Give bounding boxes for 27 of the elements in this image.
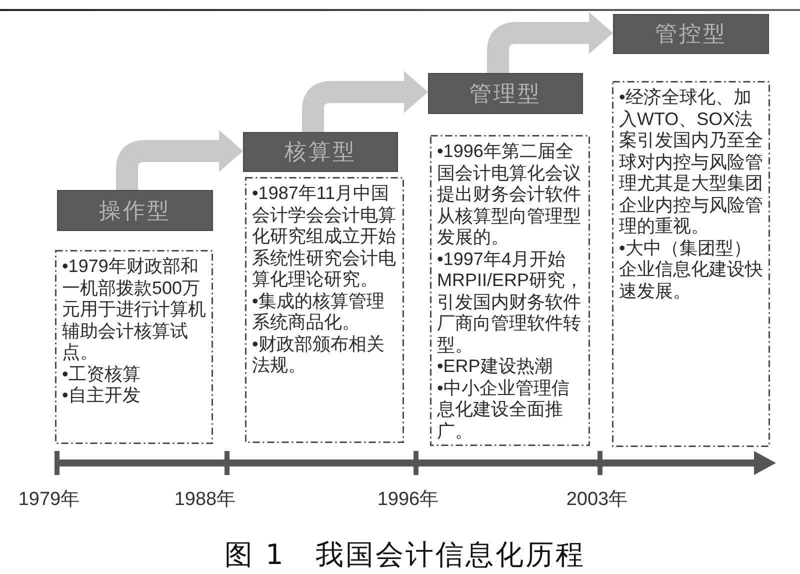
year-label: 1996年 (377, 488, 439, 512)
year-label: 1979年 (18, 488, 80, 512)
curved-arrow (116, 130, 243, 190)
bullet-text: •ERP建设热潮 (437, 356, 554, 378)
bullet-text: •中小企业管理信息化建设全面推广。 (437, 378, 570, 442)
text-panel (430, 135, 590, 446)
bullet-text: •集成的核算管理系统商品化。 (252, 290, 386, 334)
stage-label: 核算型 (243, 132, 398, 172)
text-panel (612, 81, 770, 447)
text-panel (245, 177, 404, 443)
curved-arrow (487, 12, 613, 73)
bullet-text: •1996年第二届全国会计电算化会议提出财务会计软件从核算型向管理型发展的。 (437, 141, 582, 248)
text-panel (55, 250, 213, 444)
bullet-text: •工资核算 (62, 364, 142, 385)
bullet-text: •大中（集团型）企业信息化建设快速发展。 (619, 238, 764, 302)
year-label: 1988年 (174, 488, 236, 512)
bullet-text: •自主开发 (62, 385, 142, 406)
bullet-text: •经济全球化、加入WTO、SOX法案引发国内乃至全球对内控与风险管理尤其是大型集团企业内控与风险管理的重视。 (619, 87, 764, 238)
year-label: 2003年 (566, 488, 628, 512)
figure-caption: 图 1 我国会计信息化历程 (224, 537, 586, 573)
bullet-text: •1987年11月中国会计学会会计电算化研究组成立开始系统性研究会计电算化理论研究。 (252, 183, 397, 290)
bullet-text: •1997年4月开始MRPII/ERP研究，引发国内财务软件厂商向管理软件转型。 (437, 248, 584, 356)
stage-label: 操作型 (57, 190, 213, 231)
stage-label: 管理型 (428, 73, 583, 114)
stage-label: 管控型 (613, 14, 769, 54)
bullet-text: •1979年财政部和一机部拨款500万元用于进行计算机辅助会计核算试点。 (62, 256, 207, 364)
bullet-text: •财政部颁布相关法规。 (252, 334, 386, 376)
